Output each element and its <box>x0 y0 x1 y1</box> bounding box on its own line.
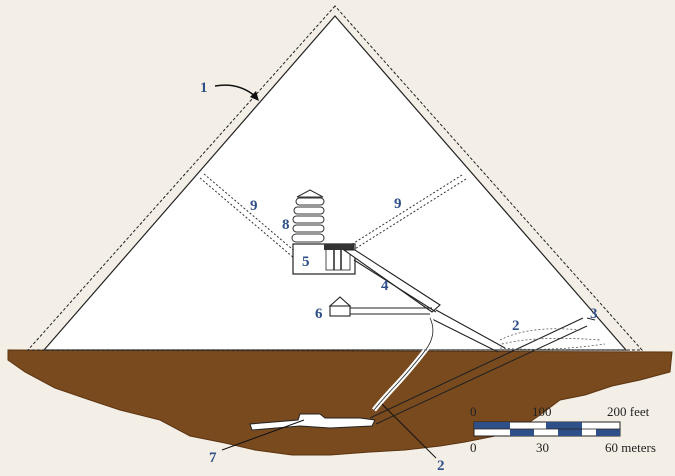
scale-feet-0: 0 <box>470 404 477 419</box>
label-8: 8 <box>282 217 290 233</box>
label-5: 5 <box>302 254 310 270</box>
scale-feet-200: 200 feet <box>607 404 650 419</box>
kings-chamber <box>292 243 356 275</box>
scale-bar: 0 100 200 feet 0 30 60 meters <box>470 404 656 455</box>
label-2-entrance: 2 <box>512 318 520 334</box>
label-2-leader <box>381 403 437 459</box>
well-shaft-outline <box>373 317 434 411</box>
scale-feet-100: 100 <box>532 404 552 419</box>
scale-meters-0: 0 <box>470 440 477 455</box>
label-1: 1 <box>200 80 208 96</box>
label-4: 4 <box>381 278 389 294</box>
subterranean-chamber <box>249 413 376 431</box>
relieving-chambers <box>291 189 325 243</box>
label-2-descending: 2 <box>437 458 445 474</box>
label-9-left: 9 <box>250 198 258 214</box>
label-3: 3 <box>590 306 598 322</box>
air-shafts <box>199 173 467 259</box>
original-casing-outline <box>26 5 644 351</box>
label-1-arrow <box>214 84 256 97</box>
label-7-leader <box>221 419 305 451</box>
entrance-corridor <box>497 328 606 350</box>
scale-meters-30: 30 <box>536 440 549 455</box>
descending-passage <box>369 317 596 425</box>
arrowhead-icon <box>250 91 259 101</box>
ascending-passage-upper <box>435 309 506 349</box>
queens-chamber <box>328 296 432 317</box>
scale-meters-60: 60 meters <box>605 440 656 455</box>
label-7: 7 <box>209 450 217 466</box>
ascending-passage-lower <box>429 317 499 353</box>
label-6: 6 <box>315 306 323 322</box>
label-9-right: 9 <box>394 196 402 212</box>
